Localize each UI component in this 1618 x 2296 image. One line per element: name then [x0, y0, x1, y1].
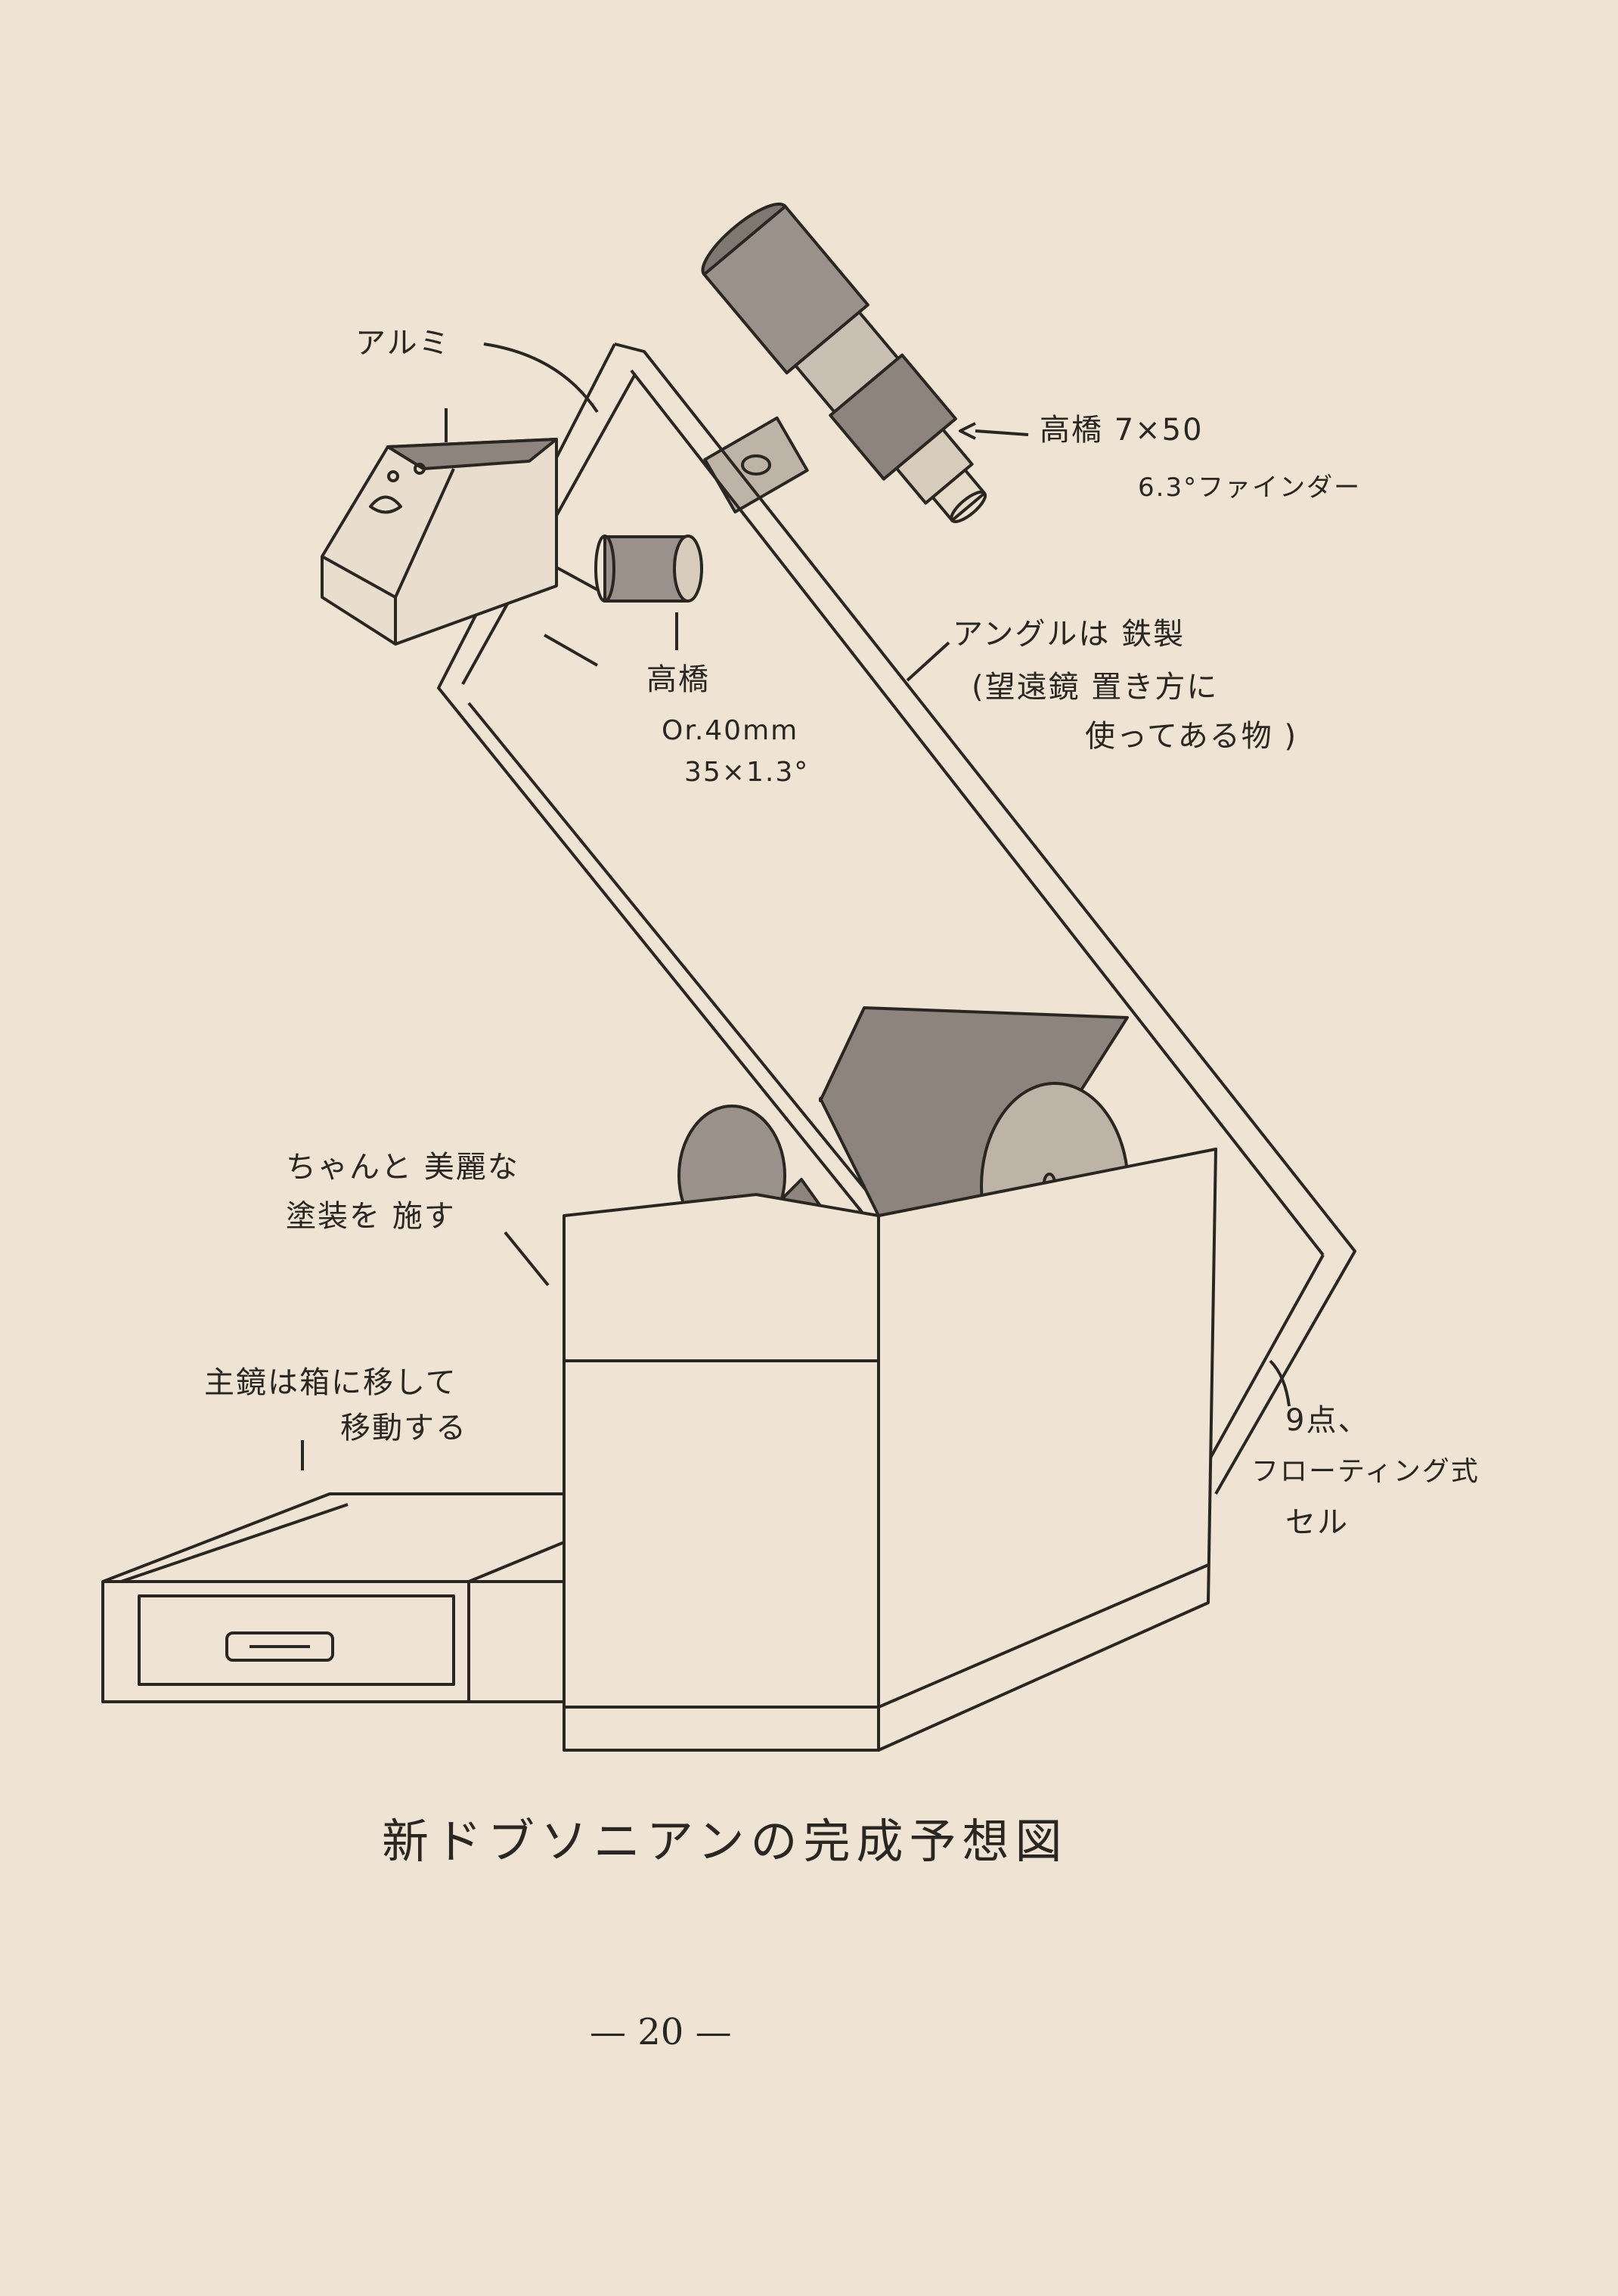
- label-mirror-2: 移動する: [340, 1411, 467, 1445]
- label-finder-2: 6.3°ファインダー: [1138, 473, 1362, 503]
- label-mirror-1: 主鏡は箱に移して: [204, 1365, 457, 1400]
- aluminum-box: [321, 438, 558, 646]
- eyepiece: [594, 534, 703, 650]
- label-aluminum: アルミ: [355, 326, 451, 361]
- leader-aluminum: [483, 342, 599, 414]
- page-number: — 20 —: [590, 2011, 732, 2053]
- label-cell-1: 9点、: [1285, 1403, 1370, 1438]
- label-cell-3: セル: [1285, 1505, 1349, 1540]
- figure-caption: 新ドブソニアンの完成予想図: [382, 1814, 1068, 1869]
- label-eyepiece-1: 高橋: [646, 662, 710, 697]
- rocker-box: [563, 1148, 1217, 1752]
- label-angle-3: 使ってある物 ): [1085, 719, 1298, 754]
- finder-scope: [701, 202, 987, 523]
- label-paint-1: ちゃんと 美麗な: [286, 1150, 519, 1185]
- label-angle-1: アングルは 鉄製: [953, 617, 1186, 652]
- label-cell-2: フローティング式: [1251, 1456, 1480, 1487]
- label-paint-2: 塗装を 施す: [286, 1199, 456, 1234]
- label-angle-2: (望遠鏡 置き方に: [972, 670, 1219, 705]
- label-eyepiece-2: Or.40mm: [662, 715, 799, 746]
- label-eyepiece-3: 35×1.3°: [684, 757, 810, 788]
- finder-bracket: [703, 416, 809, 514]
- label-finder-1: 高橋 7×50: [1040, 413, 1204, 448]
- mirror-storage-box: [101, 1492, 566, 1703]
